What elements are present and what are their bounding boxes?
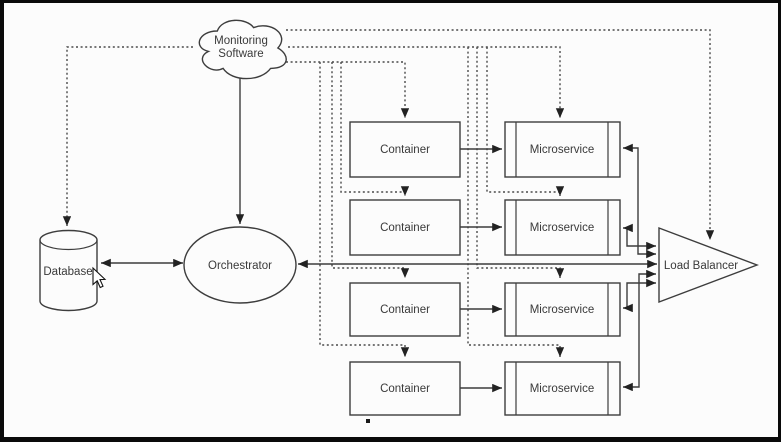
edge-monitoring-microservice1-dashed <box>288 46 565 118</box>
triangle-shape-icon <box>658 226 759 304</box>
edge-microservice1-loadbalancer <box>623 143 656 259</box>
mouse-cursor <box>92 266 107 289</box>
container-node-1[interactable]: Container <box>349 121 461 178</box>
monitoring-software-node[interactable]: Monitoring Software <box>198 19 287 80</box>
microservice-node-4[interactable]: Microservice <box>504 361 621 416</box>
microservice-2-label: Microservice <box>530 222 595 234</box>
container-4-label: Container <box>380 383 430 395</box>
edge-monitoring-microservice4-dashed <box>467 47 565 357</box>
microservice-node-3[interactable]: Microservice <box>504 282 621 337</box>
edge-monitoring-database-dashed <box>62 46 193 226</box>
microservice-node-1[interactable]: Microservice <box>504 121 621 178</box>
edge-monitoring-loadbalancer-dashed <box>286 29 715 240</box>
cylinder-rim <box>39 239 98 251</box>
process-bars-icon <box>515 362 609 415</box>
stray-dot <box>366 419 370 423</box>
monitoring-label-line1: Monitoring <box>214 35 268 47</box>
database-label: Database <box>43 266 92 278</box>
ellipse-shape-icon <box>183 226 297 304</box>
edge-monitoring-container3-dashed <box>331 62 410 278</box>
orchestrator-node[interactable]: Orchestrator <box>183 226 297 304</box>
edge-microservice2-loadbalancer <box>623 223 656 251</box>
database-node[interactable]: Database <box>39 229 98 312</box>
process-bars-icon <box>515 122 609 177</box>
container-node-2[interactable]: Container <box>349 199 461 256</box>
edge-monitoring-container4-dashed <box>319 62 410 357</box>
container-node-4[interactable]: Container <box>349 361 461 416</box>
container-3-label: Container <box>380 304 430 316</box>
microservice-4-label: Microservice <box>530 383 595 395</box>
cylinder-shape-icon <box>39 229 98 312</box>
container-node-3[interactable]: Container <box>349 282 461 337</box>
microservice-node-2[interactable]: Microservice <box>504 199 621 256</box>
process-bars-icon <box>515 283 609 336</box>
edge-microservice4-loadbalancer <box>623 269 656 392</box>
monitoring-label-line2: Software <box>218 48 263 60</box>
edge-monitoring-container1-dashed <box>286 61 410 118</box>
orchestrator-label: Orchestrator <box>208 260 272 272</box>
microservice-1-label: Microservice <box>530 144 595 156</box>
microservice-3-label: Microservice <box>530 304 595 316</box>
container-1-label: Container <box>380 144 430 156</box>
process-bars-icon <box>515 200 609 255</box>
container-2-label: Container <box>380 222 430 234</box>
edge-monitoring-container2-dashed <box>340 62 410 196</box>
load-balancer-node[interactable]: Load Balancer <box>658 226 759 304</box>
cloud-shape-icon <box>198 19 287 80</box>
load-balancer-label: Load Balancer <box>664 260 738 272</box>
